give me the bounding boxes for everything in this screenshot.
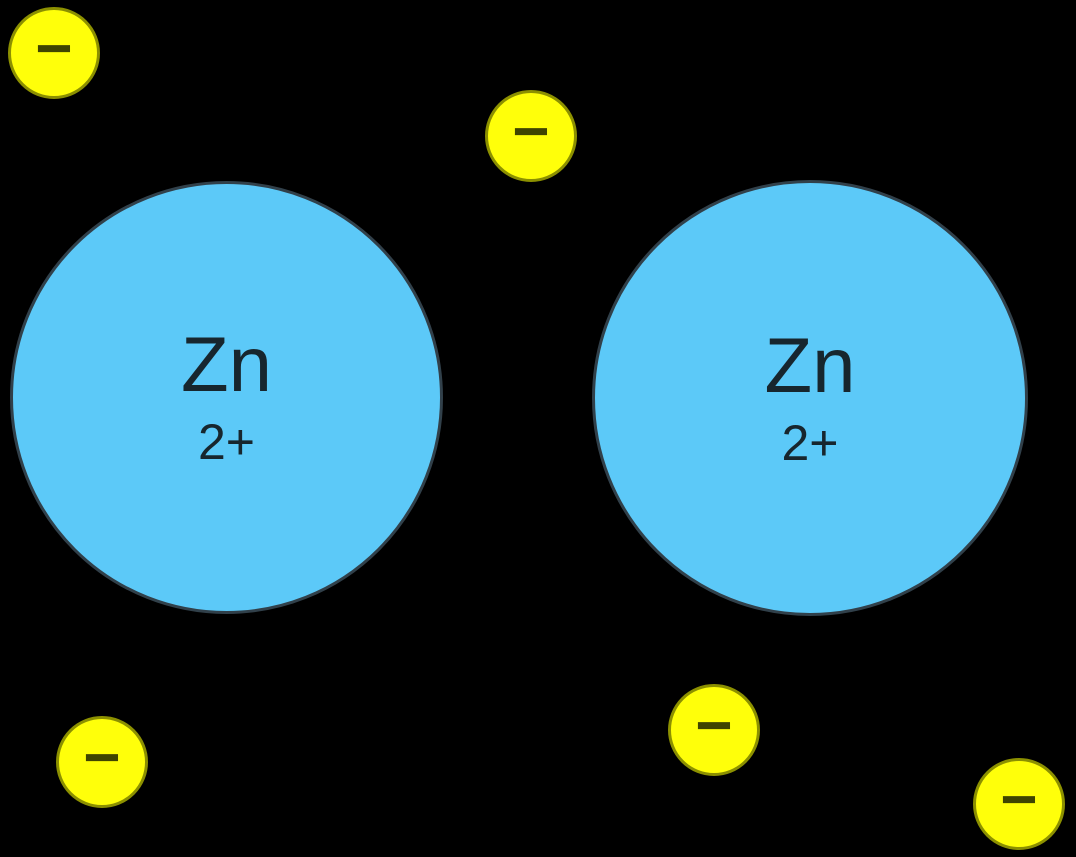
zinc-ion-right: Zn 2+ — [592, 180, 1028, 616]
minus-icon: − — [1000, 763, 1038, 835]
ion-symbol: Zn — [180, 320, 273, 408]
electron: − — [56, 716, 148, 808]
ion-charge: 2+ — [197, 414, 255, 470]
ion-symbol: Zn — [764, 320, 856, 409]
minus-icon: − — [695, 689, 733, 761]
minus-icon: − — [83, 721, 121, 793]
electron: − — [485, 90, 577, 182]
minus-icon: − — [512, 95, 550, 167]
minus-icon: − — [35, 12, 73, 84]
electron: − — [668, 684, 760, 776]
electron: − — [8, 7, 100, 99]
electron: − — [973, 758, 1065, 850]
ion-charge: 2+ — [781, 414, 839, 471]
zinc-ion-left: Zn 2+ — [10, 181, 443, 614]
